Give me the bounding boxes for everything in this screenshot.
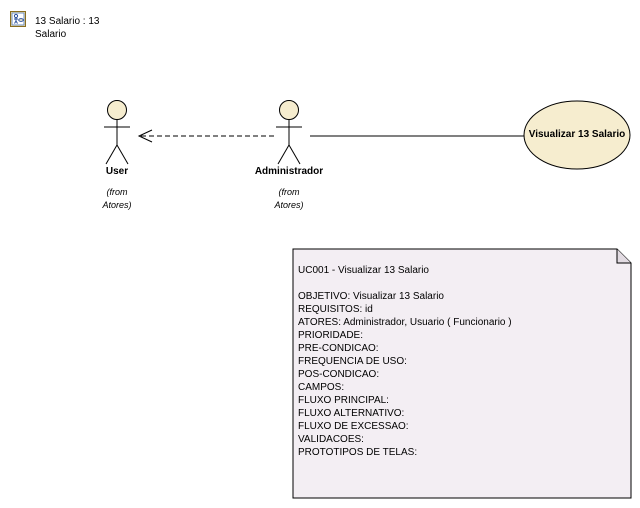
note-shape[interactable] [292,248,632,499]
actor-user-from-line2: Atores) [102,200,132,210]
note-line: ATORES: Administrador, Usuario ( Funcion… [298,317,512,328]
actor-user-from-line1: (from [106,187,128,197]
actor-admin-figure[interactable] [276,100,302,165]
note-line: CAMPOS: [298,382,345,393]
note-line: REQUISITOS: id [298,304,373,315]
note-line: FLUXO PRINCIPAL: [298,395,389,406]
note-line: UC001 - Visualizar 13 Salario [298,265,429,276]
diagram-icon [10,11,26,27]
note-line: PRE-CONDICAO: [298,343,379,354]
note-line: FREQUENCIA DE USO: [298,356,407,367]
diagram-title-line2: Salario [35,29,67,40]
actor-admin-label: Administrador [254,166,324,177]
actor-admin-from-line1: (from [278,187,300,197]
note-line: OBJETIVO: Visualizar 13 Salario [298,291,444,302]
actor-user-package: (from Atores) [67,186,167,212]
note-line: PRIORIDADE: [298,330,364,341]
note-line: VALIDACOES: [298,434,364,445]
note-line: FLUXO ALTERNATIVO: [298,408,405,419]
note-line: POS-CONDICAO: [298,369,380,380]
note-line: FLUXO DE EXCESSAO: [298,421,409,432]
actor-user-head [107,100,127,120]
usecase-label: Visualizar 13 Salario [528,129,626,140]
actor-admin-package: (from Atores) [239,186,339,212]
note-line [298,277,618,290]
actor-user-label: User [105,166,129,177]
actor-user-figure[interactable] [104,100,130,165]
actor-admin-from-line2: Atores) [274,200,304,210]
diagram-title: 13 Salario : 13 Salario [35,15,100,41]
dependency-arrowhead [137,129,153,143]
diagram-title-line1: 13 Salario : 13 [35,16,100,27]
usecase-ellipse[interactable] [523,100,631,170]
note-line: PROTOTIPOS DE TELAS: [298,447,418,458]
actor-admin-head [279,100,299,120]
